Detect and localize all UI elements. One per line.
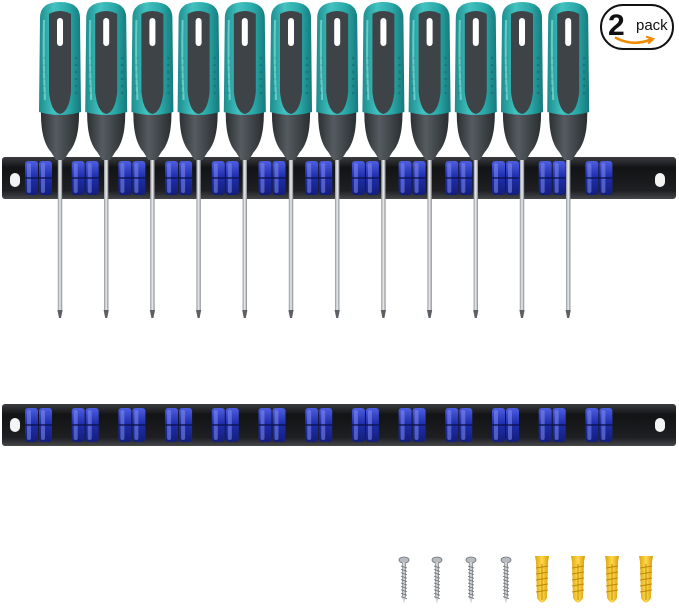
pack-count-number: 2	[608, 9, 625, 42]
rack-top-magnet	[305, 161, 333, 195]
screwdriver	[177, 2, 220, 318]
screwdriver	[270, 2, 312, 318]
rack-top-magnet	[118, 161, 146, 195]
rack-bottom-magnet	[492, 408, 519, 442]
rack-top-magnet	[25, 161, 52, 195]
rack-top-magnet	[258, 161, 286, 195]
screwdriver	[39, 2, 81, 318]
wall-anchor	[605, 556, 619, 603]
rack-top-magnet	[585, 161, 613, 195]
mount-slot-right	[655, 173, 665, 187]
mounting-screws	[398, 556, 512, 604]
mount-slot-left	[10, 173, 20, 187]
rack-bottom-magnet	[211, 408, 239, 442]
rack-top-magnet	[445, 161, 473, 195]
mounting-screw	[398, 556, 410, 604]
screwdriver	[316, 2, 359, 318]
smile-arrow-icon	[614, 36, 656, 45]
rack-bottom-magnet	[445, 408, 473, 442]
mount-slot-right	[655, 418, 665, 432]
rack-bottom-magnet	[25, 408, 52, 442]
wall-anchor	[535, 556, 549, 603]
rack-top-magnet	[538, 161, 566, 195]
rack-top-magnet	[351, 161, 379, 195]
rack-bottom-magnet	[165, 408, 193, 442]
screwdriver	[85, 2, 128, 318]
screwdriver	[547, 2, 590, 318]
rack-bottom-magnet	[585, 408, 613, 442]
rack-bottom-magnet	[118, 408, 146, 442]
pack-count-badge: 2 pack	[600, 4, 674, 50]
screwdriver	[362, 2, 405, 318]
screwdriver	[501, 2, 543, 318]
rack-bottom-magnet	[71, 408, 99, 442]
wall-anchor	[571, 556, 585, 603]
rack-top-magnet	[398, 161, 426, 195]
rack-top-magnet	[165, 161, 193, 195]
rack-top-magnet	[492, 161, 519, 195]
rack-top-magnet	[71, 161, 99, 195]
rack-bottom-magnet	[351, 408, 379, 442]
mounting-screw	[431, 556, 443, 604]
mounting-screw	[500, 556, 512, 604]
screwdriver	[408, 2, 451, 318]
rack-bottom-magnet	[538, 408, 566, 442]
rack-bottom-magnet	[258, 408, 286, 442]
rack-bottom-magnet	[398, 408, 426, 442]
wall-anchors	[535, 556, 653, 603]
screwdriver-set	[39, 2, 590, 318]
screwdriver	[131, 2, 174, 318]
rack-bottom-magnet	[305, 408, 333, 442]
mount-slot-left	[10, 418, 20, 432]
screwdriver	[454, 2, 497, 318]
screwdriver	[223, 2, 266, 318]
magnetic-rack-bottom	[2, 404, 676, 446]
wall-anchor	[639, 556, 653, 603]
pack-count-label: pack	[636, 17, 668, 34]
rack-top-magnet	[211, 161, 239, 195]
mounting-screw	[465, 556, 477, 604]
